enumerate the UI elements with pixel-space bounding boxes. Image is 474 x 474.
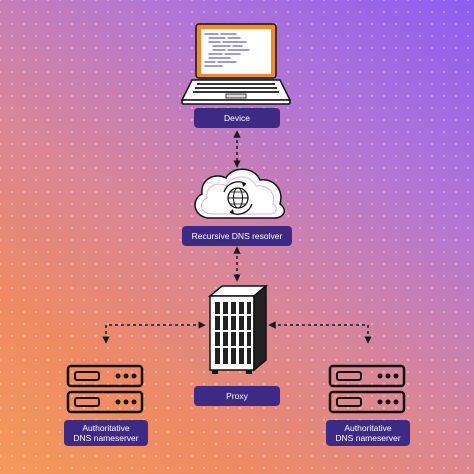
server-rack-icon-left [66,364,144,414]
authoritative-nameserver-left-label: Authoritative DNS nameserver [64,420,148,446]
proxy-right-connector [268,321,372,344]
authoritative-nameserver-right-line1: Authoritative [344,423,392,433]
recursive-dns-resolver-label-text: Recursive DNS resolver [191,231,283,241]
authoritative-nameserver-right-label: Authoritative DNS nameserver [326,420,410,446]
authoritative-nameserver-right-line2: DNS nameserver [335,433,401,443]
authoritative-nameserver-left-line1: Authoritative [82,423,130,433]
recursive-dns-resolver-label: Recursive DNS resolver [182,226,292,246]
server-rack-icon-right [328,364,406,414]
device-label: Device [194,108,280,128]
laptop-icon [180,23,292,105]
authoritative-nameserver-left-line2: DNS nameserver [73,433,139,443]
server-tower-icon [207,284,269,374]
proxy-label: Proxy [194,386,280,406]
cloud-globe-icon [194,168,285,219]
device-label-text: Device [224,113,250,123]
proxy-label-text: Proxy [226,391,248,401]
proxy-left-connector [102,321,206,344]
